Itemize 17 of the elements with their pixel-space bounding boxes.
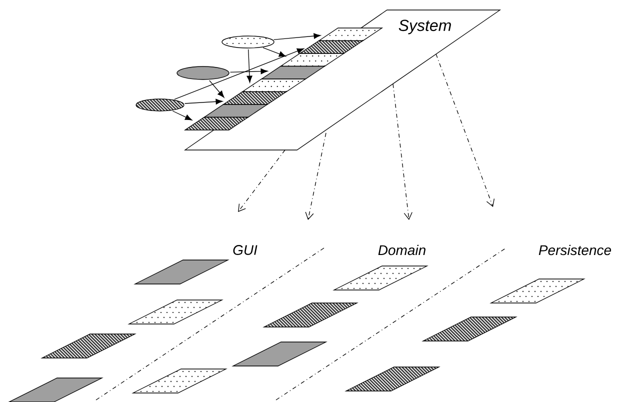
layer-label: GUI [233, 245, 258, 255]
component-ellipse [176, 66, 230, 80]
arrow [246, 49, 252, 83]
arrow [436, 54, 495, 207]
arrow [184, 98, 223, 104]
arrow [262, 47, 286, 57]
arrow [172, 110, 192, 120]
component-ellipse [136, 98, 184, 112]
component-ellipse [222, 36, 274, 48]
layer-label: Persistence [538, 244, 612, 256]
arrow [392, 84, 412, 220]
arrow [174, 48, 304, 100]
arrow [238, 150, 286, 212]
arrow [305, 132, 326, 220]
arrow [273, 33, 321, 40]
arrow [230, 68, 268, 74]
arrow [209, 80, 224, 98]
